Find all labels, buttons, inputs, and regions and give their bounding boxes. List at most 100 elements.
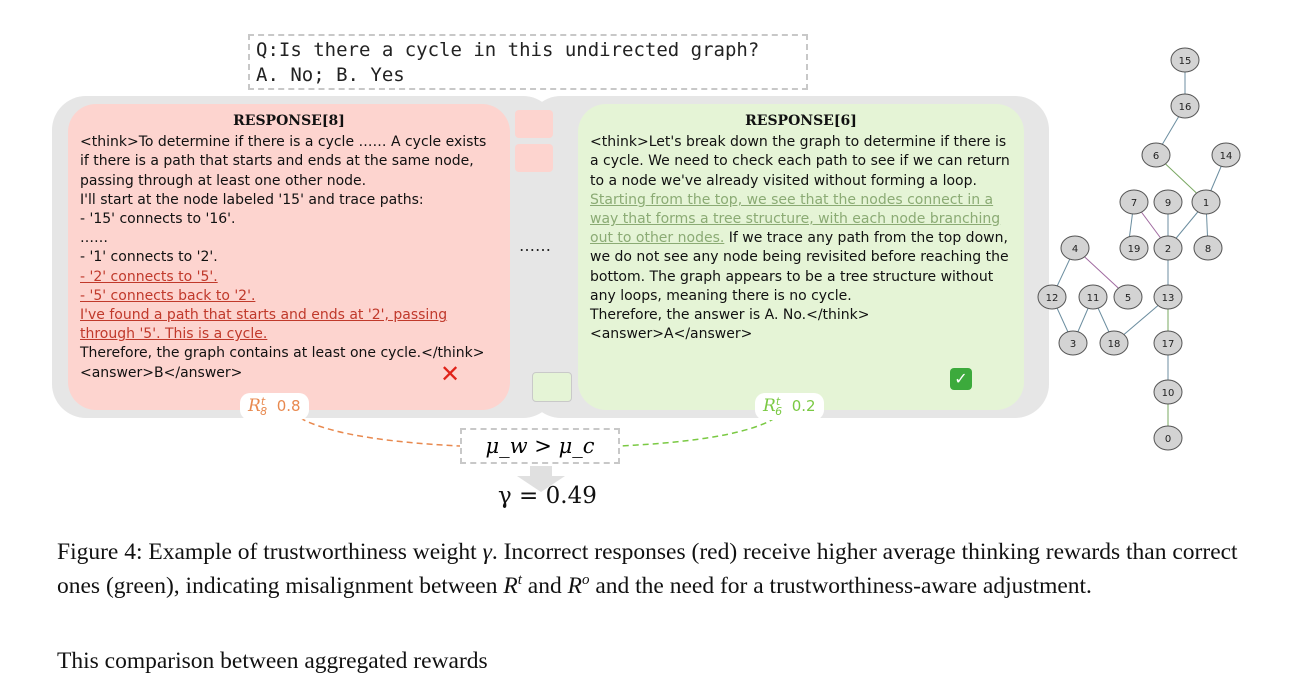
graph-node-label: 9	[1165, 198, 1171, 209]
caption-sup: t	[517, 572, 522, 588]
graph-figure: 15 16 6 14 7 9 1 19 2 8 4 12 11 5 13 3 18 17 10 0	[1037, 47, 1241, 451]
graph-node-label: 6	[1153, 151, 1159, 162]
ellipsis: ……	[519, 236, 551, 255]
graph-node	[1078, 284, 1108, 310]
gamma-value: γ = 0.49	[498, 483, 597, 509]
connector-green	[619, 417, 776, 447]
question-line-1: Q:Is there a cycle in this undirected gr…	[256, 39, 760, 61]
next-paragraph: This comparison between aggregated rewar…	[57, 648, 488, 674]
graph-node	[1170, 93, 1200, 119]
graph-node	[1099, 330, 1129, 356]
caption-text: Example of trustworthiness weight	[142, 539, 483, 565]
graph-node	[1153, 330, 1183, 356]
graph-node	[1153, 379, 1183, 405]
graph-node-label: 5	[1125, 293, 1131, 304]
highlighted-reasoning: - '5' connects back to '2'.	[80, 287, 256, 304]
response-line: Therefore, the answer is A. No.</think>	[590, 307, 870, 324]
connector-red	[299, 417, 461, 447]
stacked-response-stub	[532, 372, 572, 402]
caption-text: and	[521, 572, 568, 599]
response-line: <answer>A</answer>	[590, 326, 753, 343]
response-card-correct: RESPONSE[6] <think>Let's break down the …	[578, 104, 1024, 410]
highlighted-reasoning: Starting from the top, we see that the n…	[590, 191, 1001, 247]
graph-node	[1153, 425, 1183, 451]
graph-node	[1113, 284, 1143, 310]
highlighted-reasoning: - '2' connects to '5'.	[80, 268, 218, 285]
reward-symbol: R	[248, 396, 261, 416]
reward-sup: t	[775, 395, 781, 408]
mean-comparison: μ_w > μ_c	[485, 434, 595, 458]
graph-nodes: 15 16 6 14 7 9 1 19 2 8 4 12 11 5 13 3 18 17 10 0	[1037, 47, 1241, 451]
response-card-incorrect: RESPONSE[8] <think>To determine if there…	[68, 104, 510, 410]
graph-node-label: 1	[1203, 198, 1209, 209]
reward-value: 0.2	[791, 397, 816, 415]
graph-node	[1153, 189, 1183, 215]
stacked-response-stub	[515, 144, 553, 172]
graph-node-label: 15	[1179, 56, 1192, 67]
response-text: <think>Let's break down the graph to det…	[590, 134, 1010, 189]
reward-sub: 6	[775, 405, 783, 418]
reward-sup: t	[260, 395, 266, 408]
response-title: RESPONSE[8]	[233, 113, 345, 129]
stacked-response-stub	[515, 110, 553, 138]
response-text: If we trace any path from the top down, …	[590, 230, 1009, 304]
graph-node-label: 12	[1046, 293, 1059, 304]
graph-node	[1037, 284, 1067, 310]
graph-node-label: 0	[1165, 434, 1171, 445]
graph-node-label: 4	[1072, 244, 1078, 255]
caption-text: and the need for a trustworthiness-aware…	[589, 572, 1092, 599]
graph-node-label: 18	[1108, 339, 1121, 350]
down-arrow	[517, 466, 565, 492]
caption-sup: o	[581, 572, 590, 588]
graph-node	[1191, 189, 1221, 215]
graph-node	[1119, 235, 1149, 261]
highlighted-reasoning: I've found a path that starts and ends a…	[80, 307, 448, 343]
reward-label-left: Rt8 0.8	[240, 393, 309, 420]
question-box: Q:Is there a cycle in this undirected gr…	[248, 34, 808, 90]
caption-symbol: R	[503, 572, 518, 599]
graph-node	[1193, 235, 1223, 261]
graph-node-label: 16	[1179, 102, 1192, 113]
graph-node-label: 14	[1220, 151, 1233, 162]
response-line: - '15' connects to '16'.	[80, 211, 236, 228]
caption-text: . Incorrect responses (red) receive high…	[57, 539, 1238, 599]
response-body: <think>Let's break down the graph to det…	[590, 133, 1012, 306]
graph-node-label: 19	[1128, 244, 1141, 255]
graph-node	[1153, 284, 1183, 310]
reward-label-right: Rt6 0.2	[755, 393, 824, 420]
reward-sub: 8	[260, 405, 268, 418]
graph-node-label: 17	[1162, 339, 1175, 350]
response-line: Therefore, the graph contains at least o…	[80, 345, 485, 362]
question-line-2: A. No; B. Yes	[256, 64, 405, 86]
graph-node	[1060, 235, 1090, 261]
reward-value: 0.8	[276, 397, 301, 415]
response-line: <think>To determine if there is a cycle …	[80, 134, 487, 189]
graph-node-label: 13	[1162, 293, 1175, 304]
mean-comparison-box: μ_w > μ_c	[460, 428, 620, 464]
graph-node-label: 10	[1162, 388, 1175, 399]
graph-node	[1141, 142, 1171, 168]
graph-node-label: 3	[1070, 339, 1076, 350]
graph-node	[1211, 142, 1241, 168]
graph-node-label: 7	[1131, 198, 1137, 209]
caption-gamma: γ	[482, 539, 492, 565]
figure-caption: Figure 4: Example of trustworthiness wei…	[57, 538, 1247, 600]
response-line: I'll start at the node labeled '15' and …	[80, 191, 424, 208]
graph-node-label: 2	[1165, 244, 1171, 255]
response-title: RESPONSE[6]	[745, 113, 857, 129]
reward-symbol: R	[763, 396, 776, 416]
graph-node	[1170, 47, 1200, 73]
incorrect-x-icon: ✕	[440, 360, 461, 388]
graph-node-label: 8	[1205, 244, 1211, 255]
response-line: <answer>B</answer>	[80, 364, 243, 381]
response-line: - '1' connects to '2'.	[80, 249, 218, 266]
graph-node	[1153, 235, 1183, 261]
graph-node	[1058, 330, 1088, 356]
correct-check-icon: ✓	[950, 368, 972, 390]
caption-label: Figure 4:	[57, 539, 143, 565]
response-line: ……	[80, 230, 108, 247]
graph-node	[1119, 189, 1149, 215]
caption-symbol: R	[567, 572, 582, 599]
graph-node-label: 11	[1087, 293, 1100, 304]
